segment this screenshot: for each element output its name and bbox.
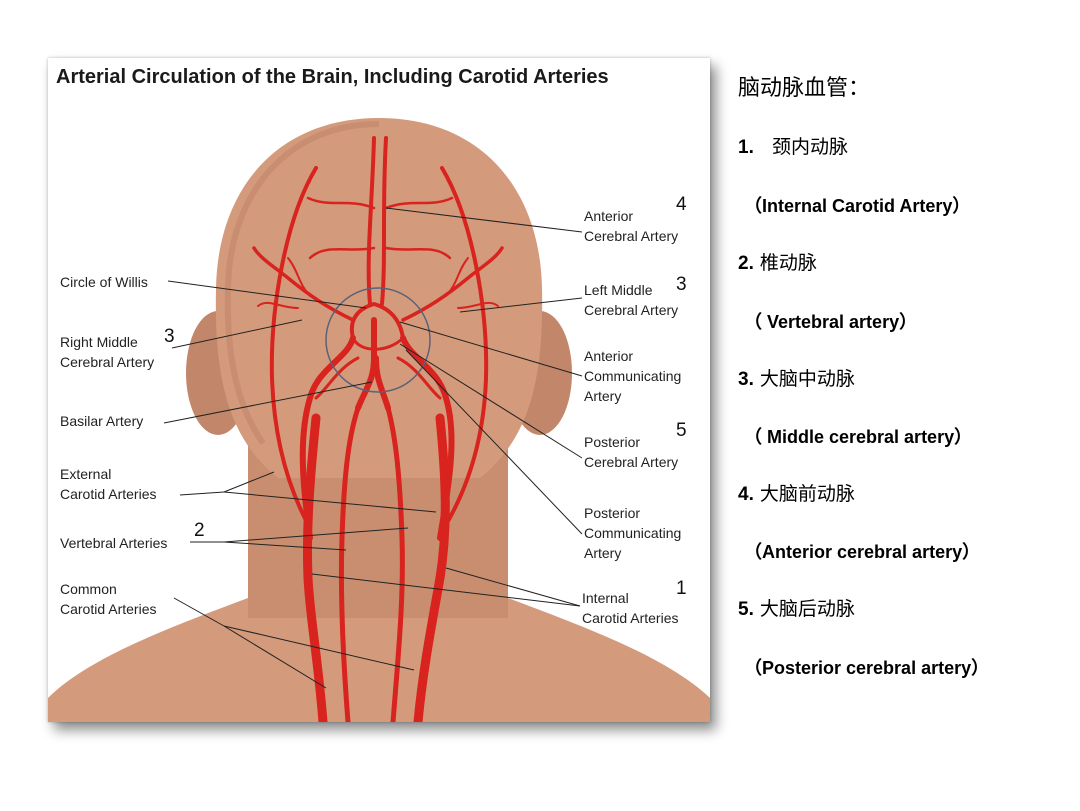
- sidebar-item-zh: 颈内动脉: [771, 136, 848, 158]
- label-basilar: Basilar Artery: [60, 413, 144, 429]
- sidebar-item-index: 5.: [738, 599, 754, 620]
- sidebar-item-zh: 大脑前动脉: [759, 483, 855, 505]
- circle-of-willis-outline: [325, 287, 431, 393]
- sidebar-item-zh: 椎动脉: [759, 252, 817, 274]
- sidebar-item-index: 4.: [738, 484, 754, 505]
- head-shading: [224, 121, 380, 445]
- sidebar-item-4: 4. 大脑前动脉: [738, 479, 855, 506]
- head-artery-illustration: [48, 118, 710, 722]
- sidebar-item-2: 2. 椎动脉: [738, 248, 817, 275]
- label-internal-carotid: Internal Carotid Arteries: [582, 590, 679, 626]
- label-external-carotid: External Carotid Arteries: [60, 466, 157, 502]
- sidebar-item-index: 3.: [738, 369, 754, 390]
- label-left-middle-cerebral: Left Middle Cerebral Artery: [584, 282, 679, 318]
- sidebar-item-5-en: （Posterior cerebral artery）: [744, 658, 990, 678]
- leader-lines: [163, 207, 583, 689]
- arteries: [252, 136, 504, 722]
- number-posterior-cerebral: 5: [676, 420, 687, 441]
- number-internal-carotid: 1: [676, 578, 687, 599]
- sidebar-item-3-en: （ Middle cerebral artery）: [744, 427, 973, 447]
- sidebar-item-index: 2.: [738, 253, 754, 274]
- label-posterior-cerebral: Posterior Cerebral Artery: [584, 434, 679, 470]
- shoulders: [48, 578, 710, 722]
- label-anterior-cerebral: Anterior Cerebral Artery: [584, 208, 679, 244]
- sidebar-item-1: 1. 颈内动脉: [738, 132, 848, 159]
- sidebar-heading: 脑动脉血管：: [738, 76, 871, 101]
- sidebar-item-4-en: （Anterior cerebral artery）: [744, 542, 981, 562]
- sidebar-item-zh: 大脑中动脉: [759, 368, 855, 390]
- number-vertebral: 2: [194, 520, 205, 541]
- sidebar-item-2-en: （ Vertebral artery）: [744, 312, 918, 332]
- label-vertebral: Vertebral Arteries: [60, 535, 168, 551]
- number-anterior-cerebral: 4: [676, 194, 687, 215]
- sidebar-item-5: 5. 大脑后动脉: [738, 594, 855, 621]
- label-common-carotid: Common Carotid Arteries: [60, 581, 157, 617]
- label-posterior-communicating: Posterior Communicating Artery: [584, 505, 682, 561]
- sidebar-item-1-en: （Internal Carotid Artery）: [744, 196, 971, 216]
- sidebar-item-3: 3. 大脑中动脉: [738, 364, 855, 391]
- number-left-middle-cerebral: 3: [676, 274, 687, 295]
- anatomy-figure: Arterial Circulation of the Brain, Inclu…: [48, 58, 710, 722]
- number-right-middle-cerebral: 3: [164, 326, 175, 347]
- sidebar-item-zh: 大脑后动脉: [759, 598, 855, 620]
- sidebar-item-index: 1.: [738, 137, 754, 158]
- figure-title: Arterial Circulation of the Brain, Inclu…: [56, 66, 609, 88]
- label-right-middle-cerebral: Right Middle Cerebral Artery: [60, 334, 155, 370]
- label-circle-of-willis: Circle of Willis: [60, 274, 148, 290]
- label-anterior-communicating: Anterior Communicating Artery: [584, 348, 682, 404]
